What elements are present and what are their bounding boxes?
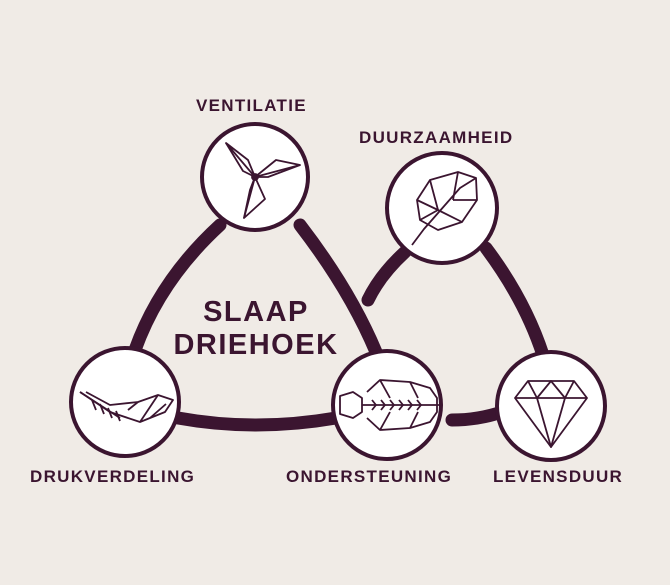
leaf-icon [411, 171, 478, 246]
diamond-icon [514, 380, 588, 448]
connector-drukverdeling-ondersteuning [171, 411, 343, 432]
connector-duurzaamheid-ondersteuning [361, 245, 412, 307]
label-duurzaamheid: DUURZAAMHEID [359, 128, 514, 147]
connector-ventilatie-drukverdeling [128, 218, 227, 357]
diagram-title: SLAAP DRIEHOEK [146, 296, 366, 362]
connector-duurzaamheid-levensduur [479, 241, 550, 362]
pinwheel-icon [225, 142, 301, 219]
node-ondersteuning [331, 349, 443, 461]
node-duurzaamheid [385, 151, 499, 265]
connector-ventilatie-ondersteuning [293, 218, 383, 359]
title-line-1: SLAAP [203, 296, 309, 328]
connector-ondersteuning-levensduur [445, 405, 509, 427]
node-ventilatie [200, 122, 310, 232]
feather-icon [79, 391, 174, 423]
label-drukverdeling: DRUKVERDELING [30, 467, 196, 486]
node-drukverdeling [69, 346, 181, 458]
spine-icon [339, 379, 440, 431]
title-line-2: DRIEHOEK [173, 329, 339, 361]
node-levensduur [495, 350, 607, 462]
label-ondersteuning: ONDERSTEUNING [286, 467, 453, 486]
label-levensduur: LEVENSDUUR [493, 467, 624, 486]
label-ventilatie: VENTILATIE [196, 96, 307, 115]
